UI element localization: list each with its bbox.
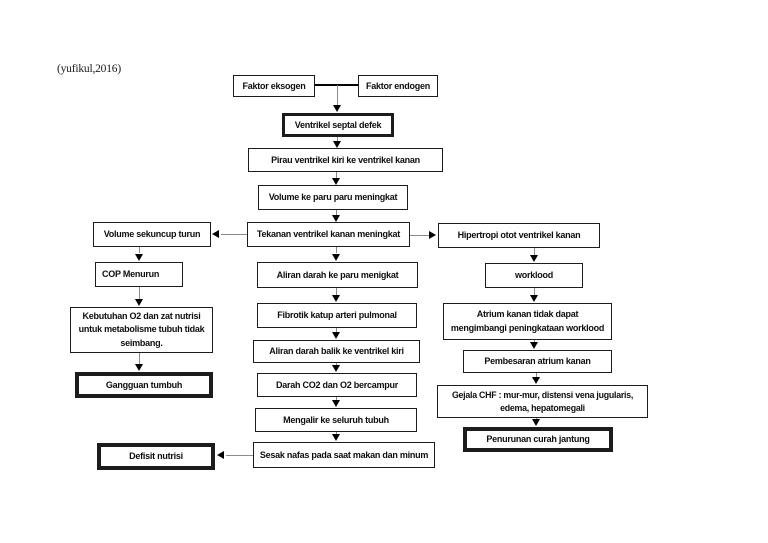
node-pirau: Pirau ventrikel kiri ke ventrikel kanan xyxy=(248,148,443,172)
connector-worklood-to-atrium xyxy=(534,288,536,295)
node-aliran-balik: Aliran darah balik ke ventrikel kiri xyxy=(253,340,420,363)
arrow-down-icon xyxy=(530,295,538,302)
node-gangguan-tumbuh: Gangguan tumbuh xyxy=(75,372,213,398)
node-worklood: worklood xyxy=(485,263,583,288)
node-fibrotik: Fibrotik katup arteri pulmonal xyxy=(257,303,417,328)
arrow-down-icon xyxy=(530,255,538,262)
connector-mengalir-to-sesak xyxy=(336,432,338,435)
node-darah-bercampur: Darah CO2 dan O2 bercampur xyxy=(257,373,417,397)
node-atrium-kanan: Atrium kanan tidak dapat mengimbangi pen… xyxy=(443,303,612,340)
arrow-down-icon xyxy=(332,400,340,407)
arrow-down-icon xyxy=(332,254,340,261)
connector-fibrotik-to-balik xyxy=(336,328,338,332)
node-volume-sekuncup: Volume sekuncup turun xyxy=(93,222,211,247)
node-aliran-darah-paru: Aliran darah ke paru menigkat xyxy=(257,262,418,288)
connector-tekanan-to-sekuncup xyxy=(221,234,247,236)
connector-pirau-to-volume xyxy=(336,172,338,178)
node-hipertropi: Hipertropi otot ventrikel kanan xyxy=(438,223,600,248)
node-faktor-endogen: Faktor endogen xyxy=(358,75,438,97)
connector-pembesaran-to-gejala xyxy=(536,373,538,378)
connector-kebutuhan-to-gangguan xyxy=(139,353,141,364)
node-ventrikel-septal-defek: Ventrikel septal defek xyxy=(282,113,394,137)
arrow-down-icon xyxy=(135,364,143,371)
node-gejala-chf: Gejala CHF : mur-mur, distensi vena jugu… xyxy=(437,385,648,418)
arrow-down-icon xyxy=(332,178,340,185)
node-kebutuhan: Kebutuhan O2 dan zat nutrisi untuk metab… xyxy=(70,307,213,353)
connector-atrium-to-pembesaran xyxy=(534,340,536,343)
connector-sekuncup-to-cop xyxy=(139,247,141,253)
arrow-down-icon xyxy=(532,419,540,426)
arrow-down-icon xyxy=(135,299,143,306)
node-pembesaran: Pembesaran atrium kanan xyxy=(463,350,612,373)
node-defisit-nutrisi: Defisit nutrisi xyxy=(97,443,215,470)
node-faktor-eksogen: Faktor eksogen xyxy=(233,75,315,97)
node-mengalir: Mengalir ke seluruh tubuh xyxy=(255,408,417,432)
arrow-down-icon xyxy=(333,105,341,112)
citation-text: (yufikul,2016) xyxy=(57,63,121,75)
arrow-left-icon xyxy=(217,451,224,459)
arrow-down-icon xyxy=(332,365,340,372)
connector-hipertropi-to-worklood xyxy=(534,248,536,255)
connector-darah-to-mengalir xyxy=(336,397,338,401)
arrow-down-icon xyxy=(135,254,143,261)
connector-balik-to-darah xyxy=(336,363,338,366)
connector-cop-to-kebutuhan xyxy=(139,287,141,299)
arrow-down-icon xyxy=(332,295,340,302)
arrow-down-icon xyxy=(532,377,540,384)
arrow-down-icon xyxy=(333,141,341,148)
node-volume-paru: Volume ke paru paru meningkat xyxy=(258,185,408,210)
arrow-left-icon xyxy=(212,230,219,238)
arrow-down-icon xyxy=(332,215,340,222)
node-penurunan-curah: Penurunan curah jantung xyxy=(463,427,613,452)
arrow-down-icon xyxy=(332,332,340,339)
connector-faktor-line xyxy=(315,84,358,86)
connector-volume-to-tekanan xyxy=(336,210,338,215)
arrow-down-icon xyxy=(332,434,340,441)
connector-tekanan-to-hipertropi xyxy=(410,235,429,237)
node-tekanan-ventrikel: Tekanan ventrikel kanan meningkat xyxy=(247,222,410,247)
connector-aliran-to-fibrotik xyxy=(336,288,338,295)
arrow-right-icon xyxy=(429,231,436,239)
node-sesak-nafas: Sesak nafas pada saat makan dan minum xyxy=(253,442,435,468)
connector-sesak-to-defisit xyxy=(226,455,253,457)
connector-vsd-to-pirau xyxy=(337,137,339,142)
node-cop-menurun: COP Menurun xyxy=(95,262,183,287)
arrow-down-icon xyxy=(530,342,538,349)
connector-tekanan-to-aliran xyxy=(336,247,338,253)
connector-faktor-to-vsd xyxy=(337,85,339,105)
